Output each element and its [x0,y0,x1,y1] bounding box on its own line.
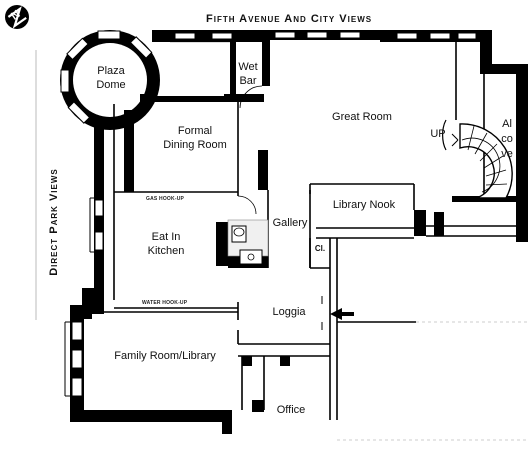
entrance-arrow-icon [330,308,354,320]
left-windows [71,199,104,397]
label-family-room: Family Room/Library [114,350,216,362]
label-closet: Cl. [314,244,326,253]
label-loggia: Loggia [272,306,306,318]
top-windows [174,31,477,40]
header-top: Fifth Avenue And City Views [206,13,373,25]
bathroom [227,219,269,265]
note-water-hookup: WATER HOOK-UP [142,300,188,306]
door-swings [237,85,263,215]
label-plaza-dome: Plaza Dome [96,65,126,91]
left-window-frames [64,197,94,397]
interior-walls [124,40,516,412]
sink-icon [239,249,263,265]
compass-icon [5,5,29,29]
label-formal-dining: Formal Dining Room [163,125,227,151]
plaza-dome-tower [60,30,160,130]
label-wet-bar: Wet Bar [238,61,258,87]
label-up: UP [430,128,446,140]
label-gallery: Gallery [272,217,308,229]
label-library-nook: Library Nook [332,199,396,211]
spiral-staircase [442,119,513,199]
label-alcove: Alcove [501,118,513,160]
dashed-boundary [337,321,528,441]
label-eat-in-kitchen: Eat In Kitchen [147,231,185,257]
note-gas-hookup: GAS HOOK-UP [146,196,185,202]
header-left: Direct Park Views [48,168,60,276]
label-office: Office [276,404,306,416]
label-great-room: Great Room [332,111,392,123]
thin-walls [84,40,516,420]
